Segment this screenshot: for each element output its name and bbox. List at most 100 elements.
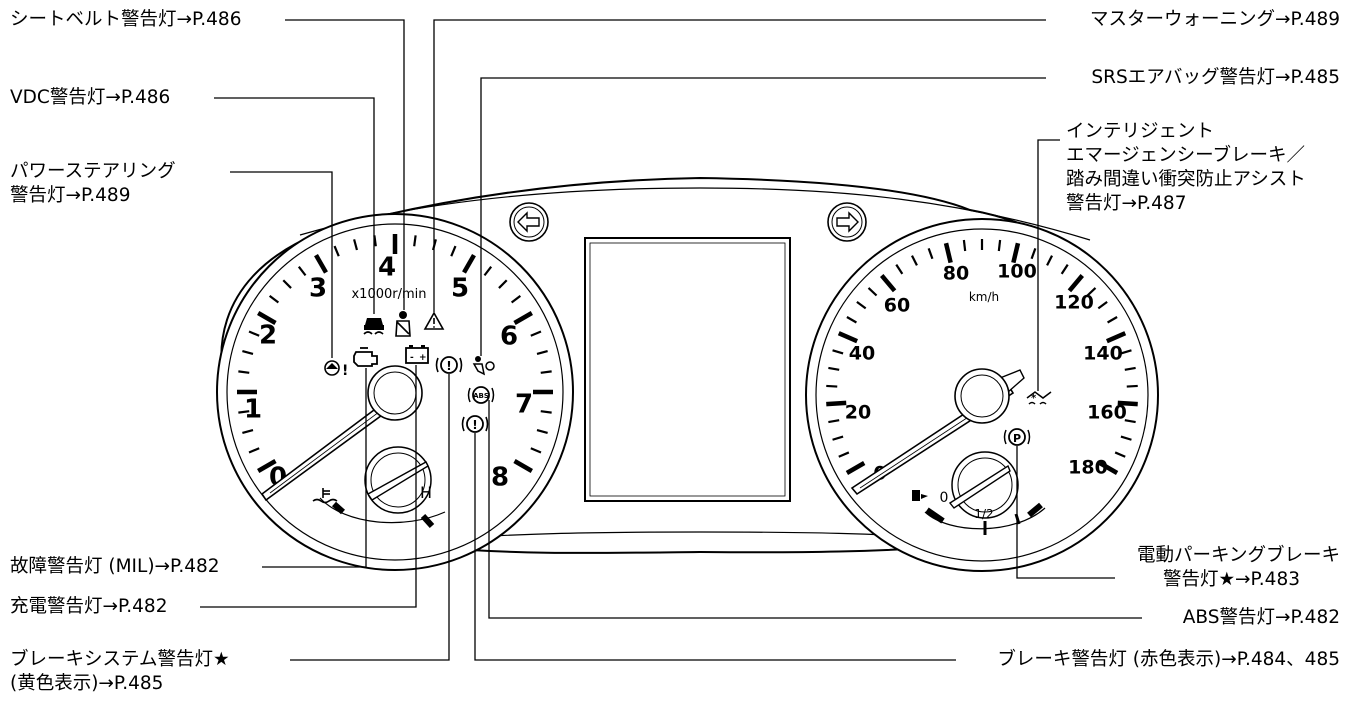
tach-tick <box>530 447 542 454</box>
tach-tick <box>513 311 533 325</box>
svg-text:!: ! <box>342 363 348 379</box>
speedo-number-20: 20 <box>845 402 871 424</box>
cluster-housing-inner <box>299 187 1091 241</box>
svg-text:P: P <box>1013 432 1021 445</box>
leader-srs <box>480 77 1046 356</box>
tach-tick <box>530 330 542 337</box>
coolant-temp-icon <box>312 488 338 504</box>
speedo-tick <box>1098 461 1119 475</box>
fuel-pump-icon <box>912 490 928 501</box>
speedo-tick <box>1060 264 1069 275</box>
speedo-tick <box>1030 248 1037 260</box>
speedo-tick <box>1097 300 1108 310</box>
tach-tick <box>257 311 277 325</box>
callout-brake-system-line2: (黄色表示)→P.485 <box>10 673 164 694</box>
vdc-icon <box>363 318 384 335</box>
tach-tick <box>540 370 552 374</box>
speedo-number-60: 60 <box>884 295 910 317</box>
leader-brake-red <box>474 433 956 661</box>
tach-tick <box>536 428 548 434</box>
callout-master-warning: マスターウォーニング→P.489 <box>1090 9 1340 30</box>
tach-number-6: 6 <box>500 322 518 352</box>
tach-tick <box>297 265 307 277</box>
turn-signal-left-icon <box>509 202 549 242</box>
speedo-number-100: 100 <box>997 261 1037 283</box>
speedo-number-140: 140 <box>1083 343 1123 365</box>
temperature-gauge <box>319 446 446 529</box>
tach-tick <box>242 428 254 434</box>
leader-vdc <box>214 97 375 314</box>
speedo-tick <box>828 419 840 424</box>
leader-brake-system <box>290 374 450 661</box>
speedo-tick <box>1086 287 1097 297</box>
callout-vdc: VDC警告灯→P.486 <box>10 87 171 108</box>
speedo-tick <box>1126 384 1138 388</box>
leader-abs <box>488 400 1142 619</box>
tach-tick <box>483 265 493 277</box>
callout-charge: 充電警告灯→P.482 <box>10 596 168 617</box>
svg-text:+: + <box>419 353 427 363</box>
brake-warning-red-icon: ! <box>461 415 489 433</box>
callout-ieb-line2: エマージェンシーブレーキ／ <box>1066 145 1306 166</box>
callout-epb-line2: 警告灯★→P.483 <box>1162 569 1300 590</box>
tachometer-ticks <box>237 234 553 473</box>
leader-epb <box>1016 446 1115 579</box>
speedo-tick <box>895 264 904 275</box>
speedometer-bezel-inner <box>815 228 1149 562</box>
svg-text:ABS: ABS <box>473 392 489 400</box>
speedo-tick <box>832 349 844 355</box>
tach-tick <box>498 279 508 289</box>
tach-tick <box>282 279 292 289</box>
tach-tick <box>248 447 260 454</box>
fuel-gauge <box>924 451 1046 535</box>
speedometer-ticks <box>826 239 1138 475</box>
tach-tick <box>248 330 260 337</box>
speedo-tick <box>846 316 857 324</box>
tach-number-7: 7 <box>515 390 533 420</box>
fuel-empty-label: 0 <box>940 490 949 506</box>
callout-ieb-line4: 警告灯→P.487 <box>1066 193 1187 214</box>
tach-tick <box>510 294 522 304</box>
speedo-tick <box>1124 366 1136 371</box>
speedo-tick <box>867 287 878 297</box>
tach-number-8: 8 <box>491 463 509 493</box>
tach-tick <box>333 245 340 257</box>
tachometer-bezel-inner <box>226 223 564 561</box>
callout-power-steering-line2: 警告灯→P.489 <box>10 185 131 206</box>
speedo-tick <box>1105 331 1127 344</box>
speedo-tick <box>1067 274 1084 293</box>
speedo-tick <box>1124 419 1136 424</box>
tach-tick <box>257 459 277 473</box>
speedo-tick <box>838 451 850 458</box>
tach-unit: x1000r/min <box>351 287 426 302</box>
svg-text:*: * <box>1031 393 1037 404</box>
callout-seatbelt: シートベルト警告灯→P.486 <box>10 9 242 30</box>
tach-number-4: 4 <box>378 253 396 283</box>
speedo-number-120: 120 <box>1054 292 1094 314</box>
speedo-tick <box>826 400 847 407</box>
tach-tick <box>238 410 250 414</box>
speedo-tick <box>927 248 934 260</box>
tach-number-5: 5 <box>451 274 469 304</box>
speedo-tick <box>962 239 967 252</box>
power-steering-icon: ! <box>324 360 348 379</box>
speedo-tick <box>911 255 918 266</box>
tach-tick <box>536 350 548 356</box>
tach-tick <box>242 350 254 356</box>
speedo-number-80: 80 <box>943 263 969 285</box>
tach-tick <box>450 245 457 257</box>
tach-tick <box>353 239 359 251</box>
speedo-tick <box>997 239 1002 252</box>
intelligent-emergency-brake-icon: * <box>1026 391 1052 405</box>
callout-power-steering-line1: パワーステアリング <box>10 161 176 182</box>
leader-power-steering <box>230 171 333 358</box>
speedo-unit: km/h <box>969 290 999 304</box>
fuel-half-label: 1/2 <box>974 507 993 521</box>
seatbelt-icon <box>395 311 411 337</box>
callout-abs: ABS警告灯→P.482 <box>1182 607 1340 628</box>
speedo-tick <box>832 435 844 441</box>
tach-number-3: 3 <box>309 274 327 304</box>
speedo-tick <box>1120 349 1132 355</box>
